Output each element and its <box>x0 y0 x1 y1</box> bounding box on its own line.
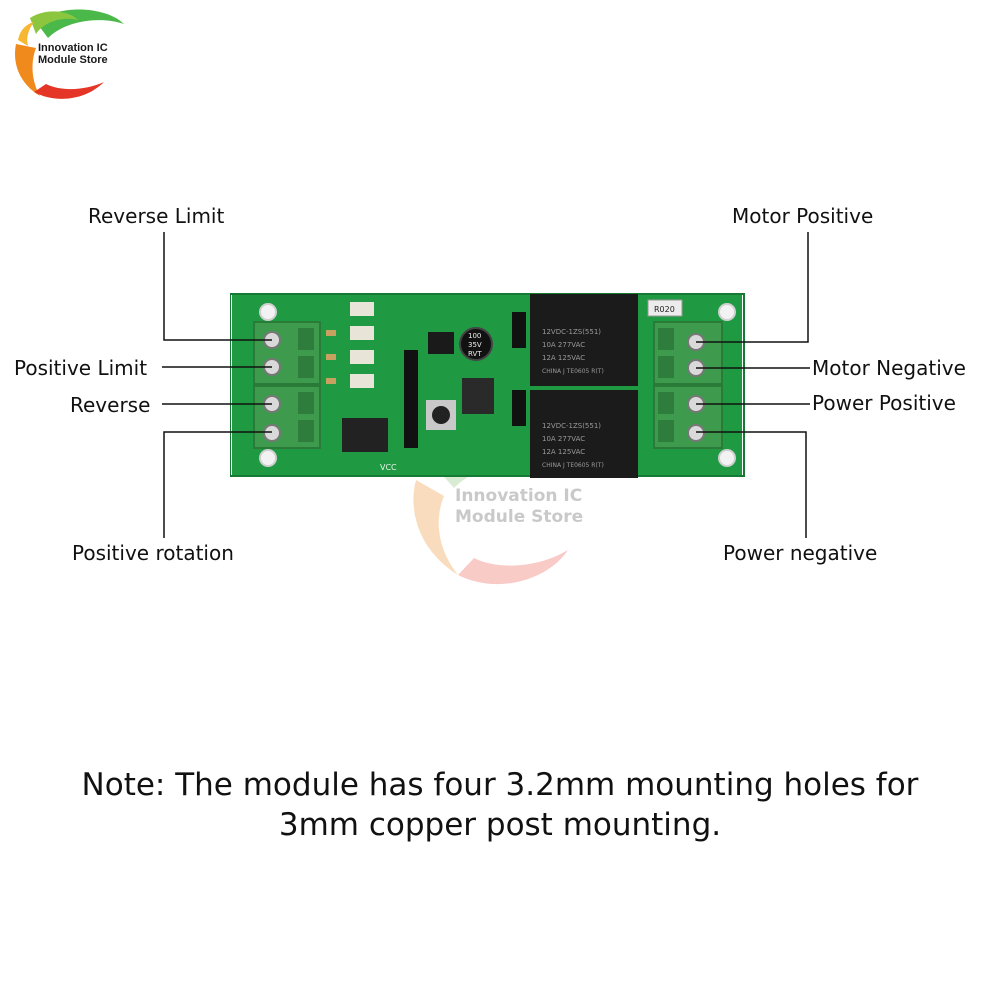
watermark-text: Innovation IC Module Store <box>455 486 583 528</box>
svg-text:12VDC-1ZS(551): 12VDC-1ZS(551) <box>542 422 601 430</box>
note-line-2: 3mm copper post mounting. <box>278 807 722 843</box>
mounting-hole <box>718 303 736 321</box>
vcc-silkscreen: VCC <box>380 463 397 472</box>
svg-text:12A 125VAC: 12A 125VAC <box>542 448 585 456</box>
logo-line-1: Innovation IC <box>38 42 108 54</box>
svg-text:12A 125VAC: 12A 125VAC <box>542 354 585 362</box>
mounting-hole <box>259 449 277 467</box>
mounting-hole <box>718 449 736 467</box>
capacitor-label: RVT <box>468 350 482 358</box>
pin-header <box>404 350 418 448</box>
logo-line-2: Module Store <box>38 54 108 66</box>
label-motor-negative: Motor Negative <box>812 356 966 380</box>
logo-text: Innovation IC Module Store <box>38 42 108 66</box>
svg-text:10A 277VAC: 10A 277VAC <box>542 341 585 349</box>
label-power-positive: Power Positive <box>812 391 956 415</box>
leader-power-negative <box>696 431 807 538</box>
watermark-line-1: Innovation IC <box>455 486 583 506</box>
leader-reverse-limit <box>163 232 272 341</box>
electrolytic-capacitor <box>459 327 493 361</box>
driver-ic <box>342 418 388 452</box>
terminal-screw <box>687 424 705 442</box>
label-power-negative: Power negative <box>723 541 878 565</box>
label-reverse-limit: Reverse Limit <box>88 204 225 228</box>
left-terminal-block <box>253 321 321 449</box>
capacitor-label: 100 <box>468 332 481 340</box>
label-reverse: Reverse <box>70 393 151 417</box>
label-motor-positive: Motor Positive <box>732 204 874 228</box>
watermark-line-2: Module Store <box>455 507 584 527</box>
capacitor-label: 35V <box>468 341 482 349</box>
svg-text:CHINA J TE0605 R(T): CHINA J TE0605 R(T) <box>542 462 604 469</box>
relay-module-board: 100 35V RVT 12VDC-1ZS(551) 10A 277VAC 12… <box>230 293 745 478</box>
voltage-regulator <box>462 378 494 414</box>
mounting-note: Note: The module has four 3.2mm mounting… <box>40 765 960 845</box>
leader-positive-rotation <box>163 431 272 538</box>
right-terminal-block <box>653 321 723 449</box>
svg-text:R020: R020 <box>654 305 675 314</box>
terminal-screw <box>263 424 281 442</box>
svg-text:12VDC-1ZS(551): 12VDC-1ZS(551) <box>542 328 601 336</box>
leader-motor-positive <box>696 232 809 343</box>
svg-text:CHINA J TE0605 R(T): CHINA J TE0605 R(T) <box>542 368 604 375</box>
label-positive-rotation: Positive rotation <box>72 541 234 565</box>
relay-bottom: 12VDC-1ZS(551) 10A 277VAC 12A 125VAC CHI… <box>530 390 638 478</box>
relay-top: 12VDC-1ZS(551) 10A 277VAC 12A 125VAC CHI… <box>530 294 638 386</box>
mounting-hole <box>259 303 277 321</box>
label-positive-limit: Positive Limit <box>14 356 148 380</box>
svg-text:10A 277VAC: 10A 277VAC <box>542 435 585 443</box>
shunt-resistor <box>647 299 683 317</box>
store-logo <box>15 9 124 99</box>
note-line-1: Note: The module has four 3.2mm mounting… <box>81 767 919 803</box>
